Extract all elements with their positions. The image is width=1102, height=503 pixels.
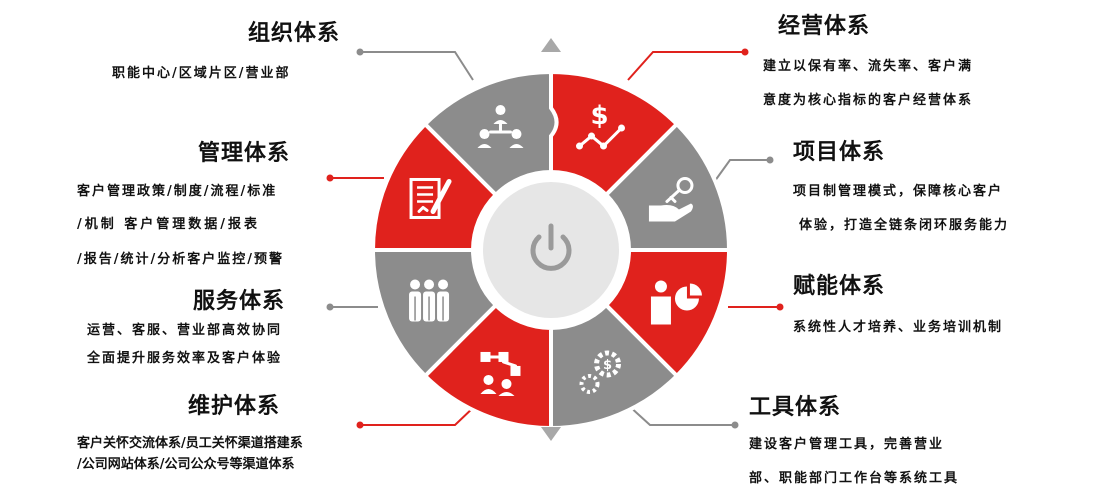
title-maintenance: 维护体系 [188,394,281,419]
desc-maintenance-2: /公司网站体系/公司公众号等渠道体系 [77,457,295,472]
svg-text:$: $ [603,358,612,373]
team-flowchart-icon [480,351,521,396]
title-organization: 组织体系 [248,21,341,46]
connector-service [326,303,378,311]
connector-maintenance [356,404,477,429]
title-operation: 经营体系 [778,14,871,39]
title-enablement: 赋能体系 [793,274,886,299]
desc-project-1: 项目制管理模式，保障核心客户 [793,184,1004,199]
desc-management-3: /报告/统计/分析客户监控/预警 [77,252,284,267]
svg-text:$: $ [590,101,608,131]
presenter-chart-icon [650,280,702,325]
desc-service-1: 运营、客服、营业部高效协同 [87,323,283,338]
desc-operation-2: 意度为核心指标的客户经营体系 [763,93,974,108]
title-service: 服务体系 [193,289,286,314]
desc-project-2: 体验，打造全链条闭环服务能力 [799,218,1010,233]
gears-dollar-icon: $ [579,350,622,394]
desc-maintenance-1: 客户关怀交流体系/员工关怀渠道搭建系 [77,436,303,451]
connector-project [711,156,774,186]
people-network-icon [477,105,524,149]
document-pen-icon [409,177,452,219]
title-tools: 工具体系 [749,395,842,420]
desc-enablement-1: 系统性人才培养、业务培训机制 [793,320,1004,335]
connector-organization [356,48,474,81]
dollar-growth-icon: $ [576,101,626,150]
connector-tools [627,404,739,429]
connector-operation [627,48,749,81]
connector-enablement [728,303,784,311]
title-project: 项目体系 [793,140,886,165]
desc-tools-1: 建设客户管理工具，完善营业 [749,437,945,452]
desc-management-1: 客户管理政策/制度/流程/标准 [77,184,278,199]
desc-tools-2: 部、职能部门工作台等系统工具 [749,471,960,486]
power-icon [530,223,572,271]
title-management: 管理体系 [198,141,291,166]
desc-operation-1: 建立以保有率、流失率、客户满 [763,59,974,74]
desc-organization-1: 职能中心/区域片区/营业部 [112,66,291,81]
key-hand-icon [648,176,694,222]
up-arrow-icon [541,38,561,52]
down-arrow-icon [541,427,561,441]
group-people-icon [409,279,450,322]
desc-service-2: 全面提升服务效率及客户体验 [87,351,283,366]
connector-management [326,174,384,182]
desc-management-2: /机制 客户管理数据/报表 [77,217,261,232]
